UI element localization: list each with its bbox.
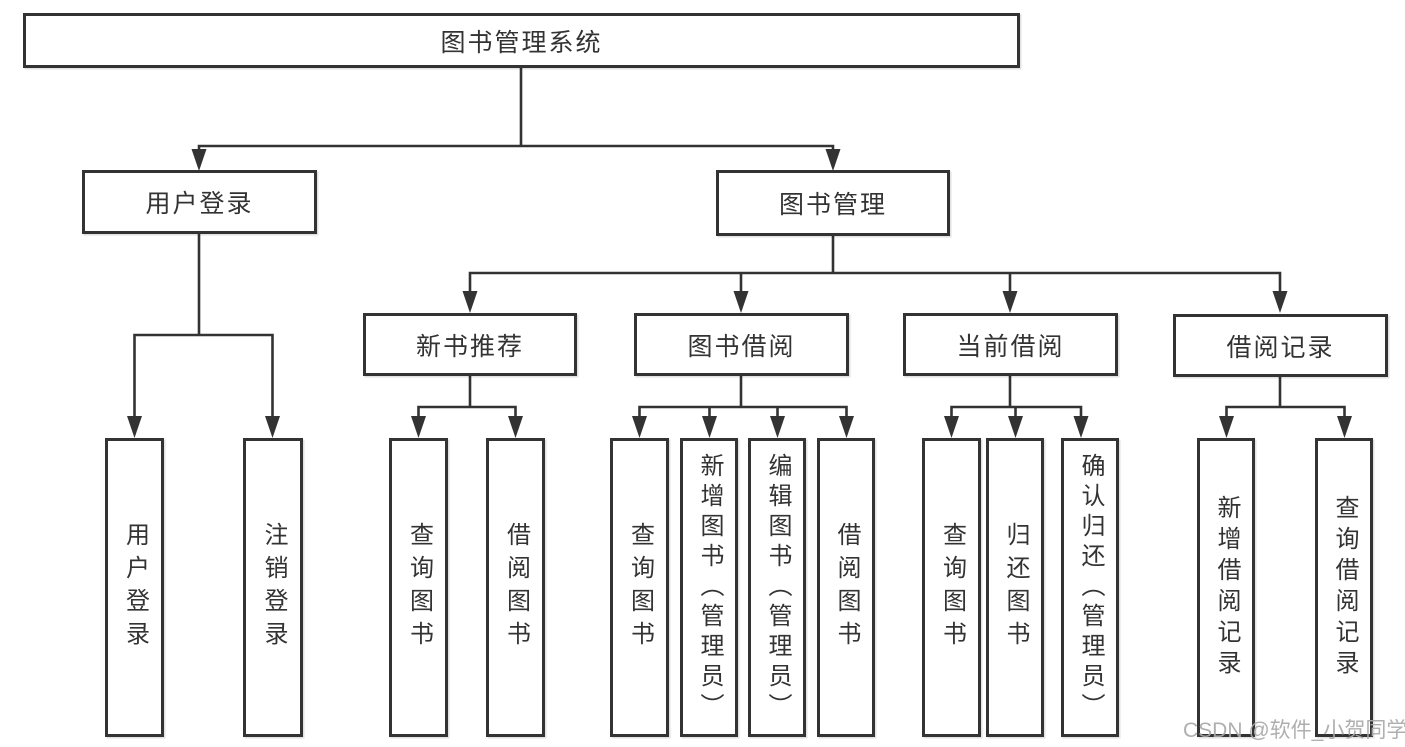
node-new-book-recommend: 新书推荐 bbox=[363, 313, 577, 376]
leaf-label: 查询借阅记录 bbox=[1331, 494, 1358, 681]
leaf-query-books-recommend: 查询图书 bbox=[389, 438, 448, 737]
node-user-login: 用户登录 bbox=[82, 170, 317, 234]
node-borrow-records: 借阅记录 bbox=[1173, 314, 1388, 377]
connector-new-book-recommend-to-leaves bbox=[417, 376, 517, 420]
connector-book-borrow-to-leaves bbox=[638, 376, 848, 420]
leaf-label: 编辑图书（管理员） bbox=[764, 452, 791, 723]
leaf-logout: 注销登录 bbox=[243, 438, 303, 737]
csdn-watermark: CSDN @软件_小贺同学 bbox=[1183, 719, 1405, 742]
leaf-label: 归还图书 bbox=[1002, 521, 1029, 654]
node-label: 图书管理 bbox=[778, 191, 887, 219]
connector-root-to-level2 bbox=[197, 68, 835, 166]
node-label: 借阅记录 bbox=[1226, 333, 1335, 362]
leaf-add-borrow-record: 新增借阅记录 bbox=[1197, 438, 1255, 737]
leaf-label: 用户登录 bbox=[121, 521, 149, 654]
node-current-borrow: 当前借阅 bbox=[903, 313, 1118, 376]
connector-book-management-to-sections bbox=[468, 236, 1282, 295]
leaf-add-book-admin: 新增图书（管理员） bbox=[680, 438, 738, 737]
arrowheads bbox=[127, 149, 1352, 438]
leaf-label: 注销登录 bbox=[260, 521, 287, 654]
leaf-label: 借阅图书 bbox=[833, 521, 860, 654]
node-book-management: 图书管理 bbox=[716, 170, 950, 236]
leaf-label: 新增借阅记录 bbox=[1213, 494, 1240, 681]
node-label: 图书管理系统 bbox=[440, 28, 603, 57]
connector-user-login-to-leaves bbox=[133, 234, 274, 420]
connector-current-borrow-to-leaves bbox=[950, 376, 1083, 420]
leaf-label: 确认归还（管理员） bbox=[1077, 452, 1104, 723]
leaf-query-borrow-record: 查询借阅记录 bbox=[1315, 438, 1373, 737]
node-label: 用户登录 bbox=[145, 190, 254, 218]
leaf-borrow-books-recommend: 借阅图书 bbox=[486, 438, 545, 737]
leaf-label: 查询图书 bbox=[626, 521, 654, 654]
leaf-edit-book-admin: 编辑图书（管理员） bbox=[748, 438, 806, 737]
leaf-query-books-borrow: 查询图书 bbox=[610, 438, 669, 737]
leaf-user-login: 用户登录 bbox=[105, 438, 164, 737]
node-label: 新书推荐 bbox=[415, 332, 524, 361]
leaf-label: 借阅图书 bbox=[502, 521, 530, 654]
leaf-query-books-current: 查询图书 bbox=[922, 438, 981, 737]
node-label: 当前借阅 bbox=[956, 332, 1065, 361]
leaf-return-books: 归还图书 bbox=[986, 438, 1044, 737]
leaf-label: 查询图书 bbox=[405, 521, 433, 654]
leaf-borrow-books: 借阅图书 bbox=[817, 438, 875, 737]
node-library-management-system: 图书管理系统 bbox=[23, 13, 1020, 68]
leaf-label: 新增图书（管理员） bbox=[696, 452, 723, 723]
leaf-label: 查询图书 bbox=[938, 521, 966, 654]
connector-borrow-records-to-leaves bbox=[1225, 377, 1346, 420]
leaf-confirm-return-admin: 确认归还（管理员） bbox=[1061, 438, 1119, 737]
node-book-borrow: 图书借阅 bbox=[634, 313, 849, 376]
node-label: 图书借阅 bbox=[687, 332, 796, 361]
